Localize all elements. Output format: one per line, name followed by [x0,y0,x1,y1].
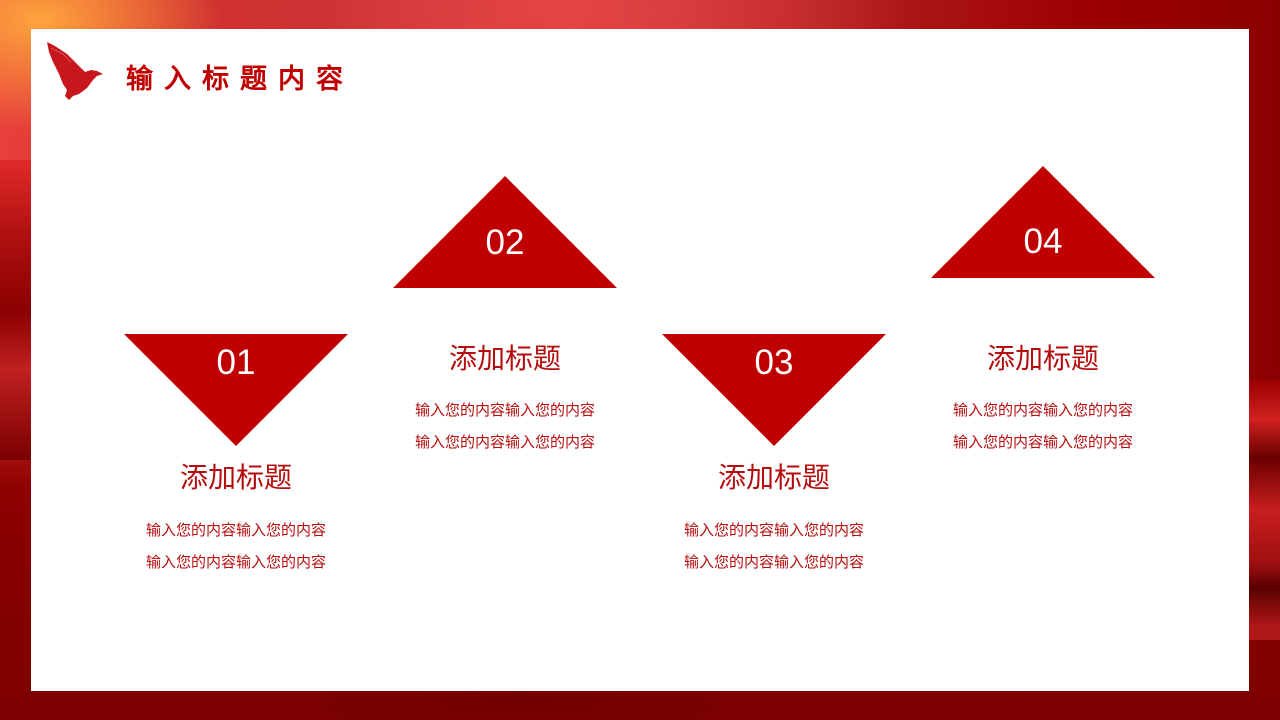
step-02-number: 02 [485,223,525,262]
step-03-title: 添加标题 [717,461,830,494]
step-01-desc-line-1: 输入您的内容输入您的内容 [145,521,326,539]
step-01-triangle: 01 [124,334,348,446]
step-04-title: 添加标题 [986,342,1099,375]
step-03-desc-line-2: 输入您的内容输入您的内容 [683,553,864,571]
step-03-number: 03 [754,343,794,382]
step-01-title: 添加标题 [179,461,292,494]
step-04-desc-line-2: 输入您的内容输入您的内容 [952,433,1133,451]
step-02-title: 添加标题 [448,342,561,375]
step-01-number: 01 [216,343,256,382]
step-03-triangle: 03 [662,334,886,446]
step-03-desc-line-1: 输入您的内容输入您的内容 [683,521,864,539]
step-02-desc-line-2: 输入您的内容输入您的内容 [414,433,595,451]
dove-icon [45,40,105,100]
step-02-desc-line-1: 输入您的内容输入您的内容 [414,401,595,419]
page-title: 输入标题内容 [126,64,354,95]
step-01-desc-line-2: 输入您的内容输入您的内容 [145,553,326,571]
step-04-triangle: 04 [931,166,1155,278]
step-04-desc-line-1: 输入您的内容输入您的内容 [952,401,1133,419]
background-silk-left [0,160,32,460]
step-02-triangle: 02 [393,176,617,288]
step-04-number: 04 [1023,222,1063,261]
